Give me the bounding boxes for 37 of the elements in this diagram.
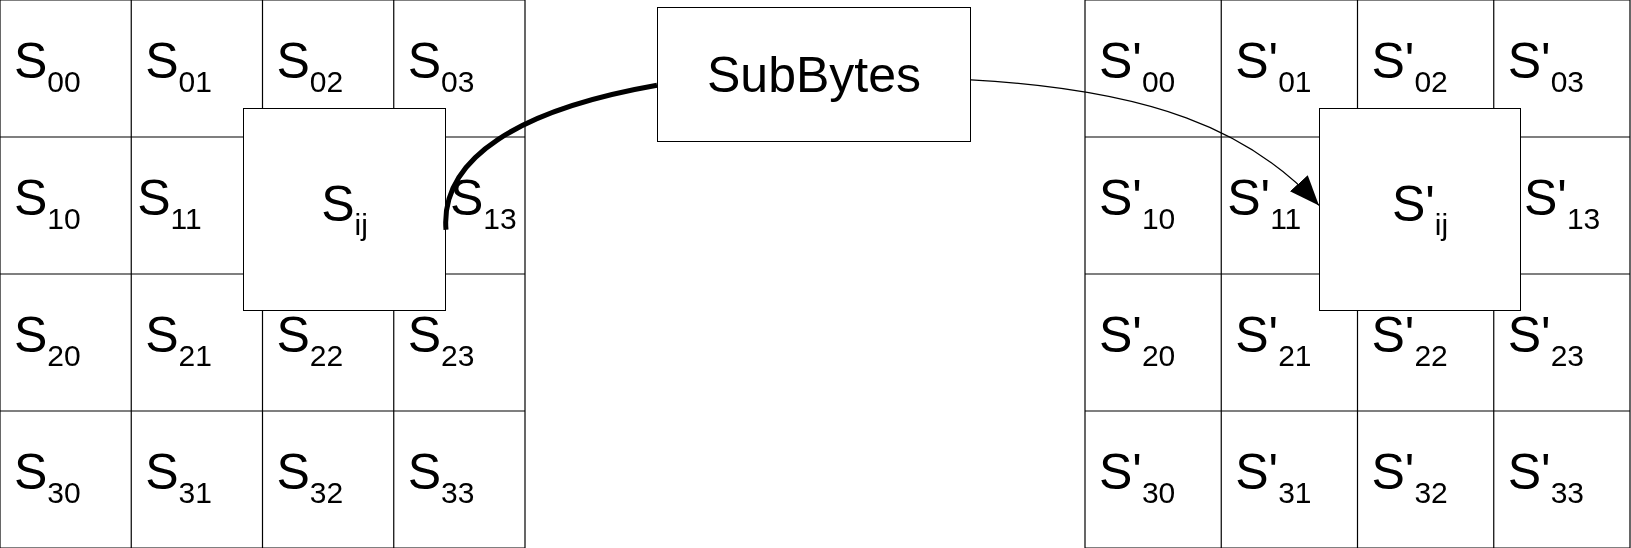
cell-label: S$_{03}$	[407, 36, 475, 97]
state-byte-box	[243, 108, 446, 311]
cell-label: S$_{22}$	[276, 310, 344, 371]
cell-label: S'$_{30}$	[1099, 447, 1176, 508]
cell-label: S'$_{31}$	[1235, 447, 1312, 508]
node-label: SubBytes	[707, 49, 921, 100]
cell-label: S'$_{00}$	[1099, 36, 1176, 97]
process-box	[657, 7, 971, 142]
cell-label: S$_{11}$	[137, 173, 202, 234]
cell-label: S$_{31}$	[145, 447, 212, 508]
cell-label: S$_{01}$	[145, 36, 212, 97]
cell-label: S$_{32}$	[276, 447, 344, 508]
node-label: S$_{ij}$	[321, 179, 368, 240]
cell-label: S$_{00}$	[14, 36, 81, 97]
cell-label: S'$_{10}$	[1099, 173, 1176, 234]
cell-label: S$_{33}$	[407, 447, 475, 508]
cell-label: S'$_{32}$	[1371, 447, 1448, 508]
cell-label: S'$_{03}$	[1507, 36, 1585, 97]
cell-label: S$_{02}$	[276, 36, 344, 97]
cell-label: S'$_{33}$	[1507, 447, 1585, 508]
cell-label: S'$_{01}$	[1235, 36, 1312, 97]
cell-label: S'$_{21}$	[1235, 310, 1312, 371]
cell-label: S$_{10}$	[14, 173, 81, 234]
cell-label: S'$_{02}$	[1371, 36, 1448, 97]
cell-label: S$_{20}$	[14, 310, 81, 371]
cell-label: S'$_{11}$	[1227, 173, 1302, 234]
cell-label: S'$_{23}$	[1507, 310, 1585, 371]
arrow	[970, 79, 1320, 207]
cell-label: S'$_{13}$	[1524, 173, 1601, 234]
cell-label: S'$_{20}$	[1099, 310, 1176, 371]
node-label: S'$_{ij}$	[1391, 179, 1449, 240]
state-byte-box	[1319, 108, 1521, 311]
cell-label: S'$_{22}$	[1371, 310, 1448, 371]
cell-label: S$_{23}$	[407, 310, 475, 371]
cell-label: S$_{13}$	[450, 173, 517, 234]
cell-label: S$_{21}$	[145, 310, 212, 371]
cell-label: S$_{30}$	[14, 447, 81, 508]
